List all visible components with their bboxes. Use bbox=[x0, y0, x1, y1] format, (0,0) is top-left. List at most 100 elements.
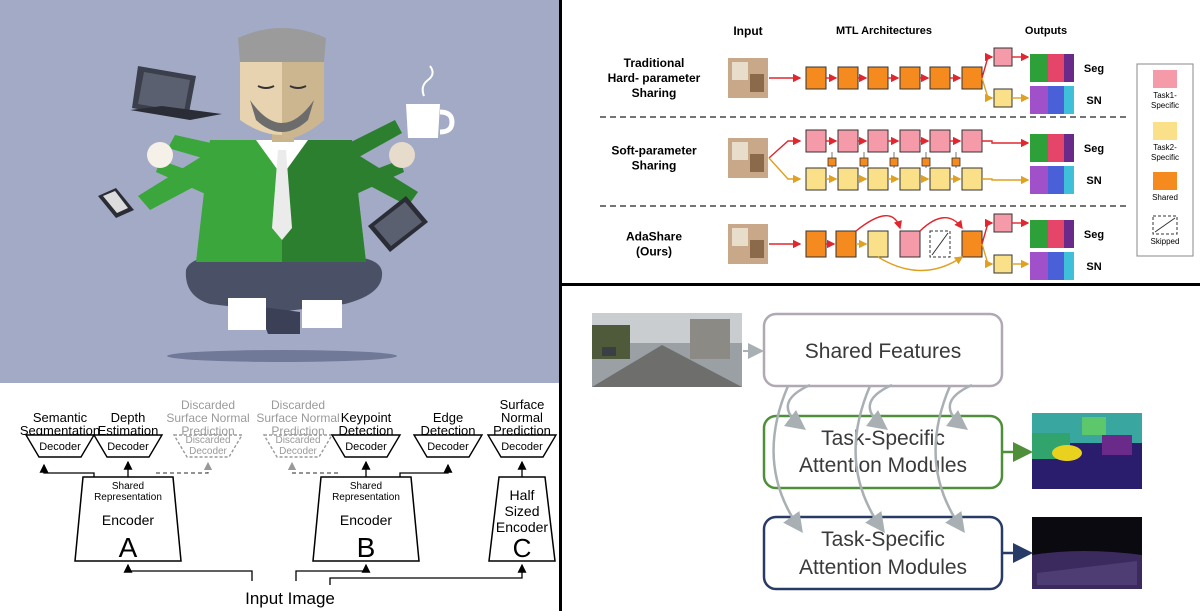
surface-normal-output-image bbox=[1030, 252, 1074, 280]
task1-block bbox=[929, 129, 951, 153]
legend-label: Task2- bbox=[1153, 143, 1177, 152]
shared-block bbox=[805, 66, 827, 90]
row-label: Soft-parameter bbox=[611, 144, 697, 158]
task-label: Semantic bbox=[33, 410, 88, 425]
output-label: SN bbox=[1086, 175, 1101, 187]
legend-label: Task1- bbox=[1153, 91, 1177, 100]
decoder-label: Decoder bbox=[39, 441, 81, 453]
shared-block bbox=[867, 66, 889, 90]
decoder-block bbox=[330, 434, 402, 458]
legend-label: Skipped bbox=[1151, 237, 1180, 246]
shared-features-box bbox=[762, 312, 1004, 388]
cross-stitch-unit bbox=[889, 157, 899, 167]
task-label: Keypoint bbox=[341, 410, 392, 425]
row-label: Traditional bbox=[624, 56, 685, 70]
output-label: Seg bbox=[1084, 229, 1104, 241]
surface-normal-output-image bbox=[1030, 86, 1074, 114]
task1-block bbox=[993, 47, 1013, 67]
segmentation-output-image bbox=[1030, 54, 1074, 82]
column-header-architectures: MTL Architectures bbox=[836, 25, 932, 37]
decoder-label: Decoder bbox=[189, 446, 227, 457]
task2-block bbox=[837, 167, 859, 191]
depth-output-image bbox=[1032, 517, 1142, 589]
cross-stitch-unit bbox=[921, 157, 931, 167]
output-label: Seg bbox=[1084, 143, 1104, 155]
encoder-title: Encoder bbox=[102, 512, 154, 528]
task2-block bbox=[867, 167, 889, 191]
shared-block bbox=[961, 230, 983, 258]
encoder-letter: C bbox=[513, 533, 532, 563]
shared-block bbox=[929, 66, 951, 90]
output-label: Seg bbox=[1084, 63, 1104, 75]
encoder-block bbox=[74, 476, 182, 562]
mtl-architectures-panel: Input MTL Architectures Outputs Traditio… bbox=[562, 0, 1200, 283]
task-label: Depth bbox=[111, 410, 146, 425]
task-label: Surface Normal bbox=[256, 411, 339, 425]
shared-representation-label: Representation bbox=[332, 492, 400, 503]
task-label: Prediction bbox=[493, 423, 551, 438]
task2-block bbox=[961, 167, 983, 191]
row-label: (Ours) bbox=[636, 245, 672, 259]
task-label: Surface bbox=[500, 397, 545, 412]
segmentation-output-image bbox=[1030, 134, 1074, 162]
column-header-outputs: Outputs bbox=[1025, 25, 1067, 37]
task-label: Normal bbox=[501, 410, 543, 425]
legend-swatch bbox=[1153, 122, 1177, 140]
task1-block bbox=[837, 129, 859, 153]
segmentation-output-image bbox=[1032, 413, 1142, 489]
discarded-decoder bbox=[172, 434, 244, 458]
column-header-input: Input bbox=[733, 24, 762, 38]
encoder-title: Sized bbox=[504, 503, 539, 519]
legend-swatch bbox=[1153, 172, 1177, 190]
row-label: Sharing bbox=[632, 86, 677, 100]
decoder-block bbox=[24, 434, 96, 458]
shared-representation-label: Representation bbox=[94, 492, 162, 503]
legend-label: Specific bbox=[1151, 101, 1179, 110]
shared-block bbox=[805, 230, 827, 258]
legend-label: Shared bbox=[1152, 193, 1178, 202]
encoder-title: Half bbox=[510, 487, 535, 503]
surface-normal-output-image bbox=[1030, 166, 1074, 194]
task-label: Estimation bbox=[98, 423, 159, 438]
task2-block bbox=[929, 167, 951, 191]
encoder-sharing-diagram: SemanticSegmentationDecoderDepthEstimati… bbox=[20, 397, 558, 608]
decoder-block bbox=[412, 434, 484, 458]
task2-block bbox=[899, 167, 921, 191]
shared-block bbox=[835, 230, 857, 258]
row-label: AdaShare bbox=[626, 230, 682, 244]
shared-block bbox=[899, 66, 921, 90]
task1-block bbox=[805, 129, 827, 153]
output-label: SN bbox=[1086, 95, 1101, 107]
legend-label: Specific bbox=[1151, 153, 1179, 162]
attention-module-label: Attention Modules bbox=[799, 556, 967, 579]
attention-module-label: Task-Specific bbox=[821, 528, 945, 551]
output-label: SN bbox=[1086, 261, 1101, 273]
encoder-letter: A bbox=[119, 532, 138, 563]
shared-representation-label: Shared bbox=[350, 481, 382, 492]
input-room-image bbox=[728, 224, 768, 264]
task-label: Edge bbox=[433, 410, 463, 425]
task-label: Surface Normal bbox=[166, 411, 249, 425]
encoder-letter: B bbox=[357, 532, 376, 563]
cross-stitch-unit bbox=[827, 157, 837, 167]
input-room-image bbox=[728, 58, 768, 98]
input-image-label: Input Image bbox=[245, 589, 335, 608]
task1-block bbox=[899, 230, 921, 258]
encoder-title: Encoder bbox=[496, 519, 548, 535]
decoder-label: Decoder bbox=[107, 441, 149, 453]
task1-block bbox=[899, 129, 921, 153]
task1-block bbox=[867, 129, 889, 153]
input-room-image bbox=[728, 138, 768, 178]
shared-representation-label: Shared bbox=[112, 481, 144, 492]
row-label: Hard- parameter bbox=[608, 71, 701, 85]
task1-block bbox=[993, 213, 1013, 233]
task-label: Discarded bbox=[271, 398, 325, 412]
decoder-block bbox=[92, 434, 164, 458]
task2-block bbox=[993, 254, 1013, 274]
cross-stitch-unit bbox=[859, 157, 869, 167]
encoder-title: Encoder bbox=[340, 512, 392, 528]
attention-module-label: Attention Modules bbox=[799, 454, 967, 477]
task-label: Discarded bbox=[181, 398, 235, 412]
discarded-decoder bbox=[262, 434, 334, 458]
